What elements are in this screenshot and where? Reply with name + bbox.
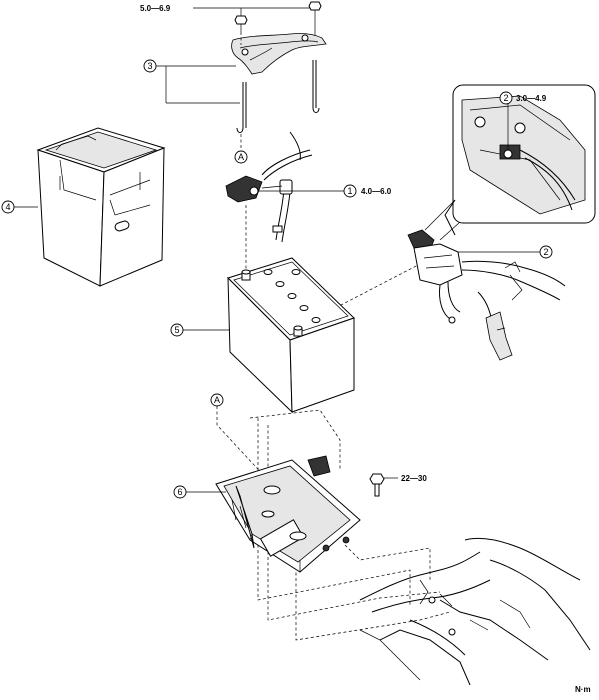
- hold-down-nut-right: [308, 1, 322, 42]
- negative-terminal-cable: [225, 131, 313, 243]
- callout-4-circle: [1, 200, 15, 214]
- callout-3-number: 3: [147, 61, 152, 71]
- battery: [227, 257, 355, 414]
- callout-2-inset-circle: [499, 91, 513, 105]
- ref-a-bottom-letter: A: [214, 395, 220, 405]
- j-bolt-right: [312, 60, 320, 113]
- battery-post-positive: [293, 325, 303, 337]
- torque-label-inset: 3.0—4.9: [516, 94, 547, 103]
- inset-detail: [444, 84, 596, 236]
- tray-mounting-bolt: [369, 473, 398, 497]
- j-bolt-left: [236, 82, 247, 133]
- vehicle-body-mount: [359, 537, 591, 686]
- hold-down-nut-left: [234, 15, 248, 32]
- inset-pointer-lines: [424, 199, 461, 241]
- battery-tray: [215, 455, 361, 573]
- callout-3-circle: [143, 59, 157, 73]
- callout-4-number: 4: [5, 202, 10, 212]
- top-torque-leader: [193, 4, 316, 18]
- callout-2-circle: [539, 245, 553, 259]
- callout-5-circle: [170, 323, 184, 337]
- callout-5-number: 5: [174, 325, 179, 335]
- battery-box: [36, 127, 166, 287]
- callout-2-inset-number: 2: [503, 93, 508, 103]
- ref-a-top-letter: A: [238, 152, 244, 162]
- callout-6-number: 6: [177, 487, 182, 497]
- unit-label: N·m: [575, 685, 591, 694]
- torque-label-clamp: 4.0—6.0: [361, 187, 392, 196]
- callout-6-circle: [173, 485, 187, 499]
- callout-2-number: 2: [543, 247, 548, 257]
- positive-terminal-harness: [407, 229, 566, 361]
- callout-1-number: 1: [347, 186, 352, 196]
- battery-post-negative: [241, 269, 251, 281]
- callout-1-circle: [343, 184, 357, 198]
- battery-clamp-bracket: [231, 32, 327, 75]
- battery-vent-caps: [263, 269, 321, 323]
- callout-3-leaders: [156, 65, 240, 104]
- torque-label-top-nut: 5.0—6.9: [140, 4, 171, 13]
- ref-a-top-circle: [234, 150, 248, 164]
- torque-label-tray-bolt: 22—30: [401, 474, 427, 483]
